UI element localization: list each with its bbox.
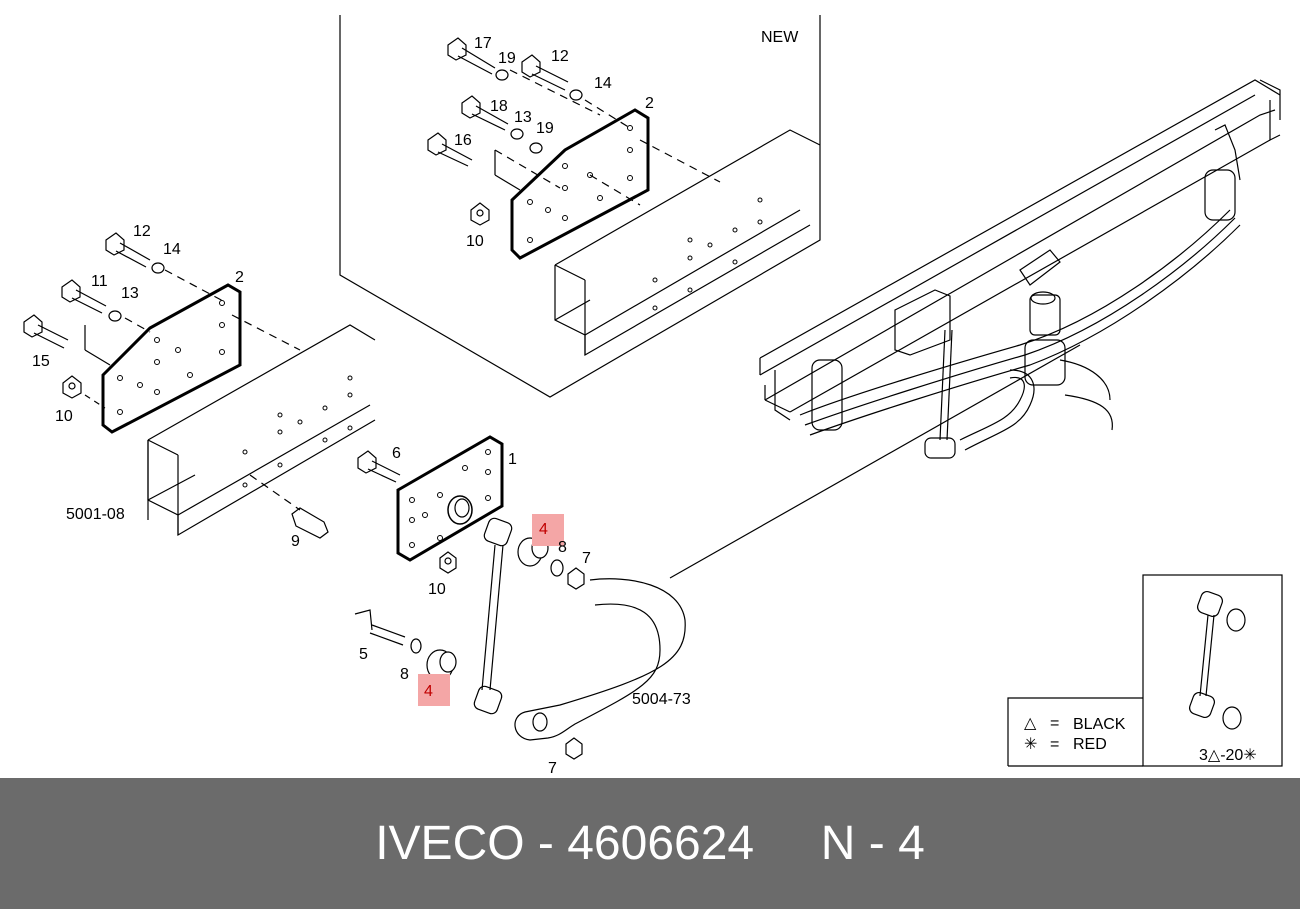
callout-19-mid: 19 [536, 120, 554, 137]
legend-kit-code: 3△-20✳ [1199, 747, 1257, 764]
callout-8-upper: 8 [558, 539, 567, 556]
callout-8-lower: 8 [400, 666, 409, 683]
highlight-part-4-lower [418, 674, 450, 706]
callout-1: 1 [508, 451, 517, 468]
legend-black-eq: = [1050, 715, 1059, 732]
legend-red-label: RED [1073, 736, 1107, 753]
inset-frame-rail [554, 129, 821, 357]
legend-link-illustration [1188, 590, 1246, 730]
callout-14-left: 14 [163, 241, 181, 258]
part-number-banner: IVECO - 4606624 N - 4 [0, 778, 1300, 909]
callout-13-left: 13 [121, 285, 139, 302]
part-number-text: IVECO - 4606624 N - 4 [375, 817, 925, 870]
callout-12-inset: 12 [551, 48, 569, 65]
callout-16: 16 [454, 132, 472, 149]
stabilizer-link [473, 517, 513, 715]
left-plate-2 [101, 283, 301, 434]
new-inset-frame [339, 15, 821, 398]
bushings [354, 537, 585, 760]
legend-black-symbol: △ [1024, 715, 1037, 732]
callout-17: 17 [474, 35, 492, 52]
callout-13-inset: 13 [514, 109, 532, 126]
left-frame-rail [147, 324, 376, 537]
callout-10-left: 10 [55, 408, 73, 425]
callout-7-upper: 7 [582, 550, 591, 567]
legend-red-symbol: ✳ [1024, 736, 1037, 753]
callout-11: 11 [91, 273, 108, 290]
callout-14-inset: 14 [594, 75, 612, 92]
callout-10-inset: 10 [466, 233, 484, 250]
legend-black-label: BLACK [1073, 716, 1126, 733]
bracket-plate-1 [396, 435, 504, 562]
callout-2-left: 2 [235, 269, 244, 286]
stabilizer-bar [514, 344, 1081, 741]
left-bolts [23, 232, 301, 511]
callout-7-lower: 7 [548, 760, 557, 777]
callout-4-upper: 4 [539, 521, 548, 538]
callout-6: 6 [392, 445, 401, 462]
bolts-6-9 [291, 450, 457, 574]
inset-bolts [427, 37, 631, 226]
new-label: NEW [761, 29, 799, 46]
highlight-part-4-upper [532, 514, 564, 546]
callout-15: 15 [32, 353, 50, 370]
legend-red-eq: = [1050, 736, 1059, 753]
callout-9: 9 [291, 533, 300, 550]
callout-10-center: 10 [428, 581, 446, 598]
inset-plate-2 [510, 108, 763, 311]
callout-19-top: 19 [498, 50, 516, 67]
callout-12-left: 12 [133, 223, 151, 240]
callout-4-lower: 4 [424, 683, 433, 700]
parts-diagram: NEW 5001-08 5004-73 17 19 12 14 2 18 13 … [23, 15, 1283, 777]
ref-label-bar: 5004-73 [632, 691, 691, 708]
callout-2-inset: 2 [645, 95, 654, 112]
callout-5: 5 [359, 646, 368, 663]
callout-18: 18 [490, 98, 508, 115]
ref-label-left: 5001-08 [66, 506, 125, 523]
legend-frame [1007, 574, 1283, 767]
chassis-assembly [759, 79, 1281, 459]
diagram-canvas: NEW 5001-08 5004-73 17 19 12 14 2 18 13 … [23, 15, 1283, 777]
